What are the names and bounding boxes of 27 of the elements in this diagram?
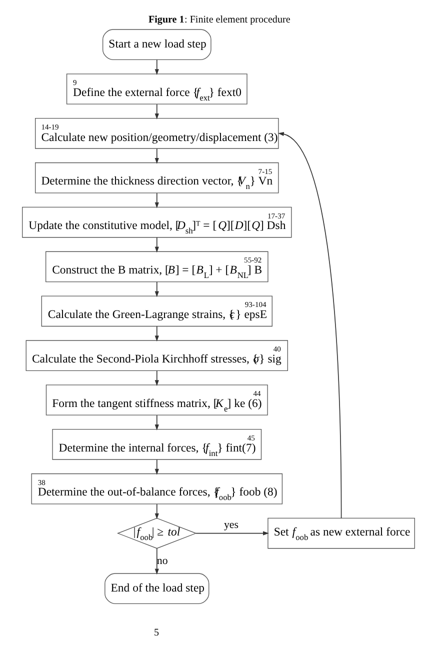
diagram-title: Figure 1: Finite element procedure: [148, 14, 290, 26]
node-box: 14-19 Calculate new position/geometry/displacement (3): [34, 118, 278, 149]
arrow: [154, 237, 158, 253]
arrow: [154, 504, 158, 520]
label: 5: [153, 628, 158, 639]
node-box: Set f$_{oob}$ as new external force: [267, 518, 414, 549]
arrow: [278, 132, 342, 519]
arrow: [154, 326, 158, 342]
node-box: 55-92 Construct the B matrix, [B] = [B$_{L}$] + [B$_{NL}$] B: [45, 251, 268, 282]
arrow: [154, 148, 158, 164]
edge-label: no: [156, 554, 168, 567]
arrow: [154, 192, 158, 208]
node-box: 45 Determine the internal forces, {f$_{int}$} fint(7): [52, 429, 262, 460]
node-box: 9 Define the external force {f$_{ext}$} fext0: [66, 74, 247, 104]
node-diamond: |f$_{oob}$| ≥ tol: [116, 518, 196, 549]
arrow: [154, 59, 158, 75]
node-box: 44 Form the tangent stiffness matrix, [K$_{e}$] ke (6): [45, 384, 268, 416]
arrow: [154, 282, 158, 298]
arrow: [154, 104, 158, 120]
arrow: [154, 459, 158, 475]
arrow: [154, 548, 158, 575]
node-box: End of the load step: [104, 573, 209, 604]
arrow: [154, 370, 158, 386]
edge-label: yes: [223, 518, 238, 531]
arrow: [154, 414, 158, 430]
node-box: Start a new load step: [102, 29, 211, 60]
arrow: [195, 531, 268, 536]
